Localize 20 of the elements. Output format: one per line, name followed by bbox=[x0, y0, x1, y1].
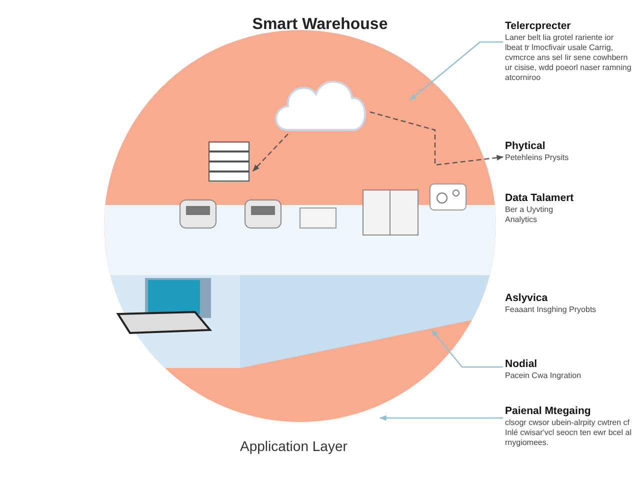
description-text: Ber a Uyvting bbox=[505, 205, 554, 215]
heading-text: Nodial bbox=[505, 358, 538, 371]
leader-line bbox=[379, 415, 503, 421]
heading-text: Paienal Mtegaing bbox=[505, 405, 592, 418]
heading-text: Aslyvica bbox=[505, 292, 549, 305]
description-text: Laner belt lia grotel rariente ior lbeat tr lmocfivair usale Carrig, cvmcrce ans sel Iir sene cowhbern ur cisise, wdd poeorl naser ramning atcorniroo bbox=[505, 33, 632, 83]
leader-line bbox=[409, 41, 503, 100]
description-text: Petehleins Prysits bbox=[505, 153, 570, 163]
heading-text: Telercprecter bbox=[505, 20, 572, 33]
diagram-title: Smart Warehouse bbox=[251, 16, 389, 34]
arrow bbox=[370, 111, 504, 166]
description-text: Feaaant Insghing Pryobts bbox=[505, 305, 598, 315]
description-text: Pacein Cwa Ingration bbox=[505, 371, 582, 381]
description-text: clsogr cwsor ubein-alrpity cwtren cf Inlé cwisar'vcl seocn ten ewr bcel al rnygiomees. bbox=[505, 418, 632, 448]
arrow bbox=[252, 134, 288, 172]
heading-text: Data Talamert bbox=[505, 192, 575, 205]
layer-label: Application Layer bbox=[240, 438, 348, 454]
heading-text: Phytical bbox=[505, 140, 546, 153]
leader-line bbox=[432, 329, 503, 368]
description-text: Analytics bbox=[505, 215, 538, 225]
